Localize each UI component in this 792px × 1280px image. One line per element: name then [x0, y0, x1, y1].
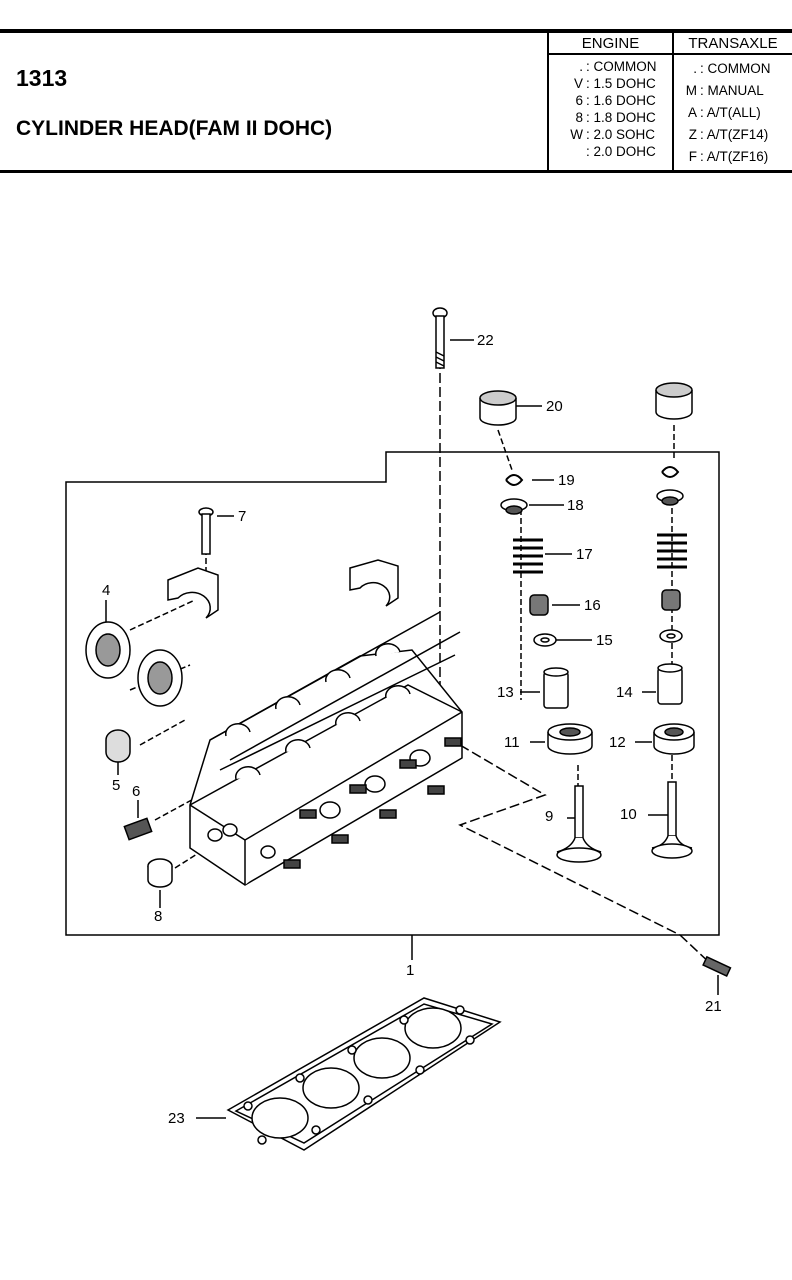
callout-label: 15 [596, 632, 613, 649]
callout-label: 4 [102, 582, 111, 599]
tappet-20 [479, 382, 693, 426]
stud-21 [702, 955, 732, 978]
page-header: 1313 CYLINDER HEAD(FAM II DOHC) ENGINE T… [0, 29, 792, 173]
legend-table: ENGINE TRANSAXLE .: COMMON V: 1.5 DOHC 6… [547, 33, 792, 170]
head-gasket-23 [226, 997, 502, 1151]
valve-keepers-19 [505, 466, 680, 486]
valve-guides [543, 663, 683, 709]
valve-seals-16 [529, 589, 681, 616]
callout-label: 12 [609, 734, 626, 751]
transaxle-row: F: A/T(ZF16) [688, 149, 769, 164]
callout-label: 7 [238, 508, 247, 525]
page-title: CYLINDER HEAD(FAM II DOHC) [16, 117, 333, 140]
callout-label: 10 [620, 806, 637, 823]
callout-label: 21 [705, 998, 722, 1015]
callout-label: 14 [616, 684, 633, 701]
transaxle-column-title: TRANSAXLE [688, 35, 778, 52]
callout-label: 23 [168, 1110, 185, 1127]
engine-row: : 2.0 DOHC [586, 144, 656, 159]
plug-5 [105, 729, 131, 763]
callout-label: 6 [132, 783, 141, 800]
callout-label: 19 [558, 472, 575, 489]
callout-label: 11 [504, 734, 520, 751]
valve-seat-inserts [547, 723, 695, 755]
transaxle-row: A: A/T(ALL) [687, 105, 761, 120]
engine-row: 6: 1.6 DOHC [575, 93, 656, 108]
transaxle-row: .: COMMON [693, 61, 771, 76]
engine-row: V: 1.5 DOHC [573, 76, 656, 91]
cylinder-head [189, 611, 463, 886]
stud-6 [123, 817, 153, 841]
transaxle-row: Z: A/T(ZF14) [688, 127, 769, 142]
engine-column-title: ENGINE [581, 35, 640, 52]
transaxle-row: M: MANUAL [685, 83, 764, 98]
spring-retainers-18 [500, 489, 684, 515]
callout-label: 18 [567, 497, 584, 514]
callout-label: 22 [477, 332, 494, 349]
callout-label: 20 [546, 398, 563, 415]
callout-label: 9 [545, 808, 554, 825]
callout-label: 13 [497, 684, 514, 701]
dowel-8 [147, 858, 173, 888]
callout-label: 5 [112, 777, 121, 794]
bolt-22 [432, 307, 448, 369]
callout-label: 8 [154, 908, 163, 925]
engine-row: W: 2.0 SOHC [570, 127, 656, 142]
engine-row: .: COMMON [579, 59, 657, 74]
camshaft-bearing-caps [167, 559, 399, 619]
assembly-boundary [65, 451, 720, 936]
header-bottom-rule [0, 170, 792, 173]
callout-label: 17 [576, 546, 593, 563]
group-code: 1313 [16, 65, 68, 91]
header-top-rule [0, 29, 792, 33]
spring-seats-15 [533, 629, 683, 647]
bolt-7 [198, 507, 214, 555]
callout-label: 1 [406, 962, 415, 979]
valves [556, 781, 693, 863]
engine-row: 8: 1.8 DOHC [575, 110, 656, 125]
valve-springs-17 [513, 533, 687, 574]
camshaft-seals-4 [85, 621, 183, 707]
callout-label: 16 [584, 597, 601, 614]
